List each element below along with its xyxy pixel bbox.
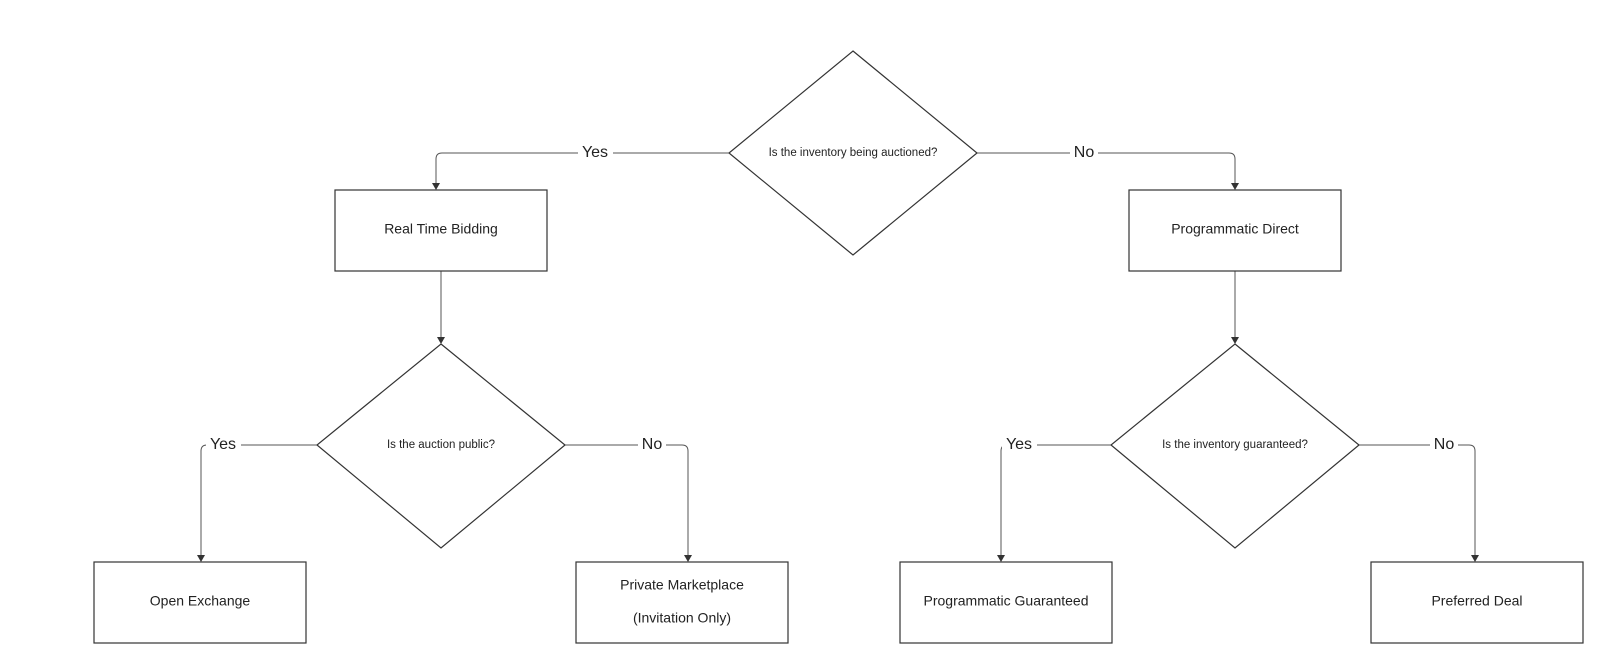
connector-guaranteed-yes [1000, 444, 1111, 555]
box-programmatic-direct: Programmatic Direct [1128, 189, 1342, 272]
process-box [899, 561, 1113, 644]
connector-public-no [565, 444, 689, 555]
arrowhead-public [437, 337, 445, 344]
box-real-time-bidding: Real Time Bidding [334, 189, 548, 272]
edge-label-guaranteed-yes: Yes [1006, 436, 1032, 453]
box-preferred-deal: Preferred Deal [1370, 561, 1584, 644]
arrowhead-guaranteed [1231, 337, 1239, 344]
box-private-marketplace: Private Marketplace (Invitation Only) [575, 561, 789, 644]
decision-guaranteed: Is the inventory guaranteed? [1110, 343, 1360, 549]
decision-public-text: Is the auction public? [387, 439, 495, 451]
process-box [575, 561, 789, 644]
box-real-time-bidding-text: Real Time Bidding [384, 221, 498, 237]
box-preferred-deal-text: Preferred Deal [1431, 593, 1522, 609]
box-open-exchange-text: Open Exchange [150, 593, 251, 609]
edge-label-public-yes: Yes [210, 436, 236, 453]
arrowhead-pmp [684, 555, 692, 562]
arrowhead-prog-guaranteed [997, 555, 1005, 562]
box-private-marketplace-line2: (Invitation Only) [633, 610, 731, 626]
connector-public-yes [200, 444, 317, 555]
arrowhead-rtb [432, 183, 440, 190]
decision-diamond [1110, 343, 1360, 549]
box-open-exchange: Open Exchange [93, 561, 307, 644]
box-programmatic-guaranteed-text: Programmatic Guaranteed [924, 593, 1089, 609]
process-box [93, 561, 307, 644]
decision-diamond [316, 343, 566, 549]
connector-auctioned-no [977, 152, 1236, 183]
edge-label-guaranteed-no: No [1434, 436, 1455, 453]
connector-guaranteed-no [1359, 444, 1476, 555]
edge-label-auctioned-yes: Yes [582, 144, 608, 161]
decision-public: Is the auction public? [316, 343, 566, 549]
edge-label-public-no: No [642, 436, 663, 453]
decision-auctioned-text: Is the inventory being auctioned? [769, 147, 938, 159]
process-box [1370, 561, 1584, 644]
connector-auctioned-yes [435, 152, 729, 183]
edge-label-auctioned-no: No [1074, 144, 1095, 161]
arrowhead-open-exchange [197, 555, 205, 562]
arrowhead-direct [1231, 183, 1239, 190]
decision-guaranteed-text: Is the inventory guaranteed? [1162, 439, 1308, 451]
edge-labels: Yes No Yes No Yes No [206, 142, 1458, 456]
process-box [1128, 189, 1342, 272]
decision-diamond [728, 50, 978, 256]
decision-auctioned: Is the inventory being auctioned? [728, 50, 978, 256]
process-box [334, 189, 548, 272]
box-programmatic-guaranteed: Programmatic Guaranteed [899, 561, 1113, 644]
arrowhead-preferred-deal [1471, 555, 1479, 562]
box-private-marketplace-line1: Private Marketplace [620, 577, 744, 593]
box-programmatic-direct-text: Programmatic Direct [1171, 221, 1299, 237]
